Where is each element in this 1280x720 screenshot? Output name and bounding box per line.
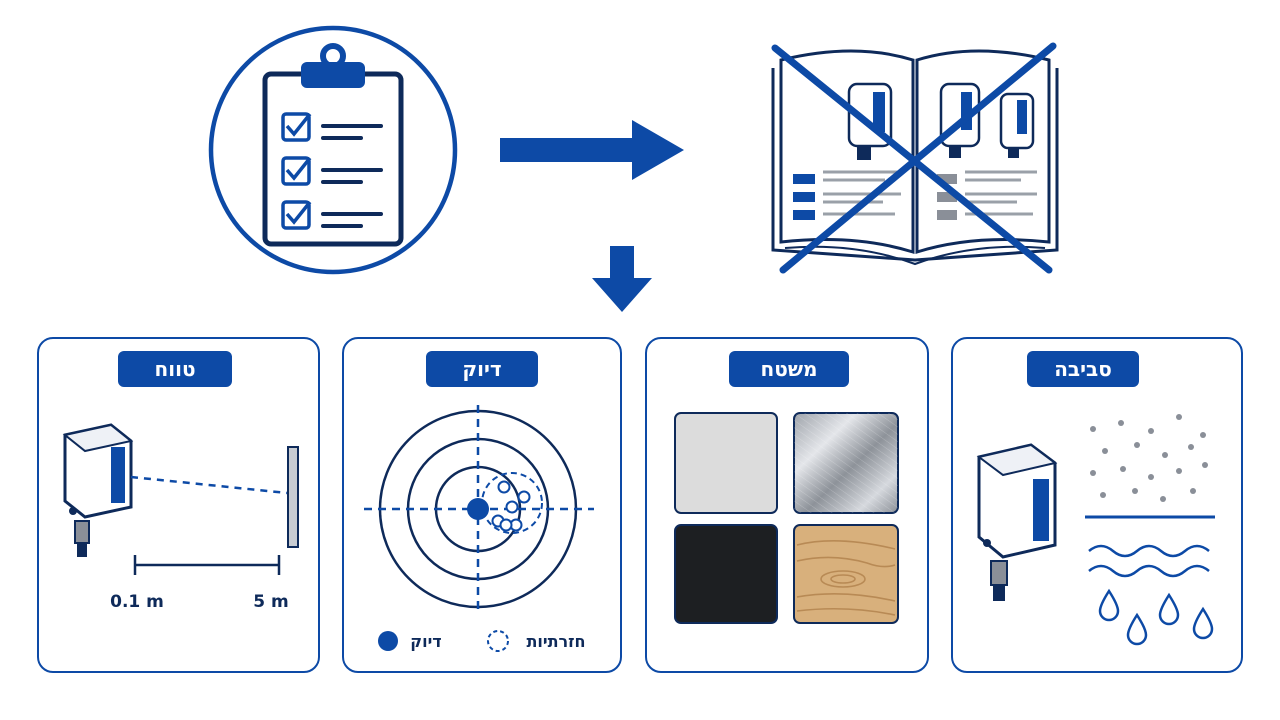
legend-accuracy-swatch [378,631,398,651]
environment-panel: סביבה [951,337,1243,673]
arrow-down-icon [592,246,652,312]
moisture-waves [1088,544,1210,578]
sensor-icon [976,443,1058,601]
range-min-label: 0.1 m [110,592,164,612]
surface-panel: משטח [645,337,929,673]
sensor-icon [62,423,134,557]
swatch-matte-white [674,412,778,514]
accuracy-panel: דיוק דיוק חזרתיות [342,337,622,673]
water-drops [1098,588,1214,646]
target-illustration: דיוק חזרתיות [364,405,594,652]
dust-particles [1090,414,1208,502]
surface-title: משטח [729,351,849,387]
range-illustration: 0.1 m 5 m [62,423,299,612]
environment-title: סביבה [1027,351,1139,387]
swatch-black [674,524,778,624]
clipboard-checklist-icon [208,25,458,275]
arrow-right-icon [500,120,684,180]
legend-repeatability-swatch [487,630,509,652]
accuracy-dot [467,498,489,520]
range-dimension-line [133,555,281,575]
legend-repeatability-label: חזרתיות [526,632,585,651]
range-panel: טווח 0.1 m 5 m [37,337,320,673]
range-title: טווח [118,351,232,387]
surface-swatches [674,412,899,624]
repeatability-cluster [481,472,543,534]
swatch-wood [793,524,899,624]
range-max-label: 5 m [253,592,288,612]
environment-illustration [976,414,1215,646]
accuracy-title: דיוק [426,351,538,387]
crossed-out-catalog-icon [771,42,1059,274]
legend-accuracy-label: דיוק [410,632,441,651]
